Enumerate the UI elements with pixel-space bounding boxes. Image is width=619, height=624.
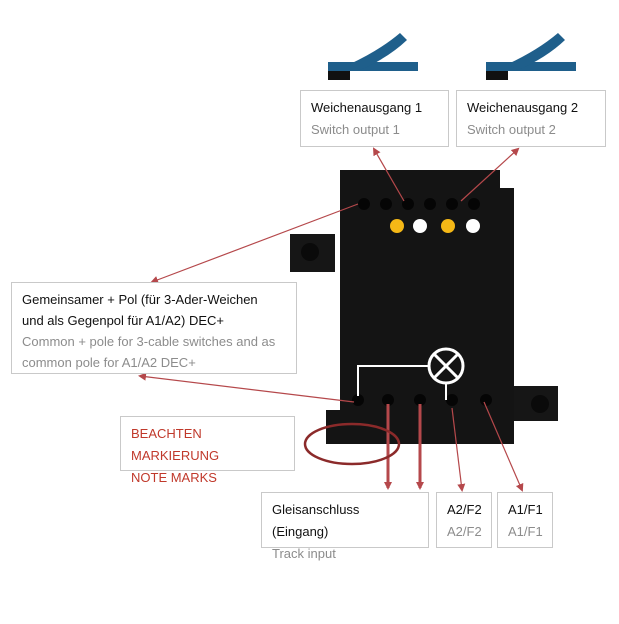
track-input-de: Gleisanschluss (Eingang) xyxy=(272,502,360,539)
annotation-arrows xyxy=(138,147,524,492)
track-input-en: Track input xyxy=(272,546,336,561)
switch-output-2-en: Switch output 2 xyxy=(467,122,556,137)
note-en: NOTE MARKS xyxy=(131,470,217,485)
common-pole-label: Gemeinsamer + Pol (für 3-Ader-Weichen un… xyxy=(11,282,297,374)
a2f2-en: A2/F2 xyxy=(447,524,482,539)
switch-turnout-icon-2 xyxy=(486,33,576,80)
a2f2-label: A2/F2 A2/F2 xyxy=(436,492,492,548)
common-pole-en-2: common pole for A1/A2 DEC+ xyxy=(22,355,196,370)
note-marks-ellipse xyxy=(303,422,401,466)
switch-output-2-de: Weichenausgang 2 xyxy=(467,100,579,115)
track-input-wires xyxy=(384,404,424,490)
switch-turnout-icon-1 xyxy=(328,33,418,80)
switch-output-2-label: Weichenausgang 2 Switch output 2 xyxy=(456,90,606,147)
track-input-label: Gleisanschluss (Eingang) Track input xyxy=(261,492,429,561)
led-yellow-2 xyxy=(441,219,455,233)
common-pole-en-1: Common + pole for 3-cable switches and a… xyxy=(22,334,276,349)
switch-output-1-label: Weichenausgang 1 Switch output 1 xyxy=(300,90,449,147)
note-marks-label: BEACHTEN MARKIERUNG NOTE MARKS xyxy=(120,416,295,485)
note-de: BEACHTEN MARKIERUNG xyxy=(131,426,220,463)
a2f2-de: A2/F2 xyxy=(447,502,482,517)
lamp-symbol-icon xyxy=(357,347,465,400)
led-yellow-1 xyxy=(390,219,404,233)
led-white-2 xyxy=(466,219,480,233)
common-pole-de-2: und als Gegenpol für A1/A2) DEC+ xyxy=(22,313,224,328)
led-indicators xyxy=(390,219,480,233)
decoder-module xyxy=(290,170,558,444)
a1f1-label: A1/F1 A1/F1 xyxy=(497,492,553,548)
common-pole-de-1: Gemeinsamer + Pol (für 3-Ader-Weichen xyxy=(22,292,258,307)
switch-output-1-en: Switch output 1 xyxy=(311,122,400,137)
a1f1-en: A1/F1 xyxy=(508,524,543,539)
terminal-holes xyxy=(352,198,492,406)
led-white-1 xyxy=(413,219,427,233)
switch-output-1-de: Weichenausgang 1 xyxy=(311,100,423,115)
a1f1-de: A1/F1 xyxy=(508,502,543,517)
